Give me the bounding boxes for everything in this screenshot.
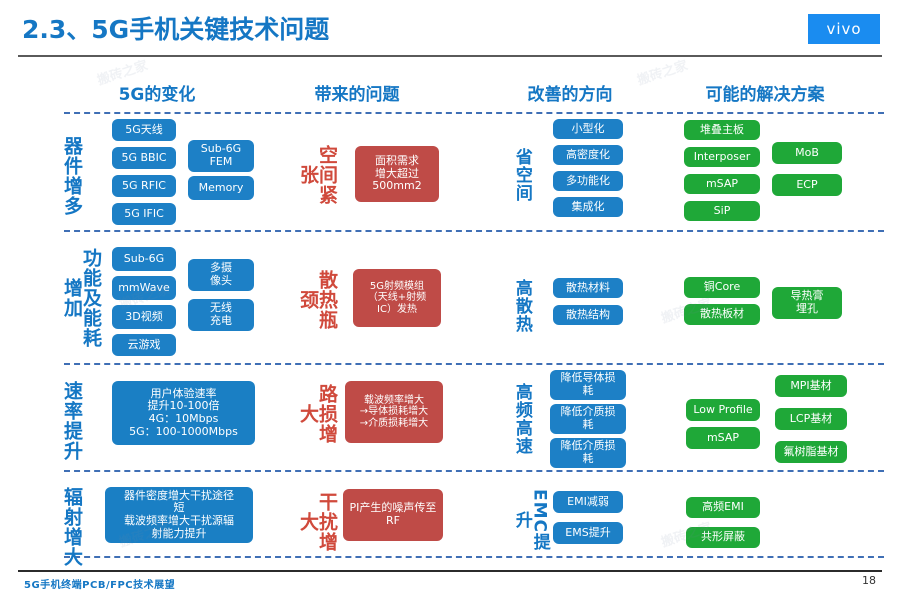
row-separator-2 — [64, 363, 884, 365]
footer-divider — [18, 570, 882, 572]
row-label-1: 器件增多 — [61, 136, 83, 216]
chip-change[interactable]: 5G RFIC — [112, 175, 176, 197]
chip-improvement[interactable]: EMS提升 — [553, 522, 623, 544]
chip-improvement[interactable]: 多功能化 — [553, 171, 623, 191]
footer-text: 5G手机终端PCB/FPC技术展望 — [24, 580, 176, 591]
column-header-solutions: 可能的解决方案 — [705, 85, 825, 105]
chip-change[interactable]: 3D视频 — [112, 305, 176, 329]
chip-improvement[interactable]: 降低导体损 耗 — [550, 370, 626, 400]
row-separator-top — [64, 112, 884, 114]
row-separator-bottom — [64, 556, 884, 558]
problem-box[interactable]: PI产生的噪声传至 RF — [343, 489, 443, 541]
chip-improvement[interactable]: 小型化 — [553, 119, 623, 139]
chip-solution[interactable]: mSAP — [684, 174, 760, 194]
chip-solution[interactable]: 氟树脂基材 — [775, 441, 847, 463]
slide-header: 2.3、5G手机关键技术问题 vivo — [0, 0, 900, 58]
problem-label-1: 空间紧张 — [297, 145, 338, 205]
problem-label-2: 散热瓶颈 — [297, 270, 338, 330]
chip-improvement[interactable]: 集成化 — [553, 197, 623, 217]
column-header-problems: 带来的问题 — [314, 85, 400, 105]
page-number: 18 — [862, 574, 876, 587]
chip-solution[interactable]: 铜Core — [684, 277, 760, 298]
chip-improvement[interactable]: 散热材料 — [553, 278, 623, 298]
vivo-logo: vivo — [808, 14, 880, 44]
chip-change[interactable]: Sub-6G FEM — [188, 140, 254, 172]
column-header-changes: 5G的变化 — [118, 85, 196, 105]
chip-solution[interactable]: 导热膏 埋孔 — [772, 287, 842, 319]
direction-label-3: 高频高速 — [511, 383, 532, 455]
chip-change[interactable]: 5G天线 — [112, 119, 176, 141]
chip-solution[interactable]: SiP — [684, 201, 760, 221]
chip-improvement[interactable]: 高密度化 — [553, 145, 623, 165]
problem-label-4: 干扰增大 — [297, 492, 338, 552]
chip-solution[interactable]: Interposer — [684, 147, 760, 167]
row-label-2: 功能及能耗增加 — [61, 247, 102, 348]
column-header-directions: 改善的方向 — [527, 85, 613, 105]
chip-solution[interactable]: mSAP — [686, 427, 760, 449]
direction-label-4: EMC提升 — [511, 489, 550, 552]
chip-change[interactable]: Sub-6G — [112, 247, 176, 271]
chip-change[interactable]: 云游戏 — [112, 334, 176, 356]
chip-solution[interactable]: 堆叠主板 — [684, 120, 760, 140]
page-title: 2.3、5G手机关键技术问题 — [22, 15, 330, 44]
chip-change[interactable]: 用户体验速率 提升10-100倍 4G：10Mbps 5G：100-1000Mb… — [112, 381, 255, 445]
chip-change[interactable]: Memory — [188, 176, 254, 200]
problem-label-3: 路损增大 — [297, 384, 338, 444]
row-separator-3 — [64, 470, 884, 472]
direction-label-1: 省空间 — [511, 148, 532, 202]
chip-solution[interactable]: MoB — [772, 142, 842, 164]
chip-solution[interactable]: 散热板材 — [684, 304, 760, 325]
chip-improvement[interactable]: 散热结构 — [553, 305, 623, 325]
problem-box[interactable]: 5G射频模组 （天线+射频 IC）发热 — [353, 269, 441, 327]
row-label-4: 辐射增大 — [61, 487, 83, 567]
problem-box[interactable]: 载波频率增大 →导体损耗增大 →介质损耗增大 — [345, 381, 443, 443]
chip-improvement[interactable]: 降低介质损 耗 — [550, 404, 626, 434]
chip-change[interactable]: 多摄 像头 — [188, 259, 254, 291]
chip-improvement[interactable]: 降低介质损 耗 — [550, 438, 626, 468]
chip-improvement[interactable]: EMI减弱 — [553, 491, 623, 513]
row-label-3: 速率提升 — [61, 381, 83, 461]
chip-change[interactable]: 器件密度增大干扰途径 短 载波频率增大干扰源辐 射能力提升 — [105, 487, 253, 543]
chip-solution[interactable]: ECP — [772, 174, 842, 196]
problem-box[interactable]: 面积需求 增大超过 500mm2 — [355, 146, 439, 202]
chip-solution[interactable]: MPI基材 — [775, 375, 847, 397]
chip-change[interactable]: 5G IFIC — [112, 203, 176, 225]
chip-change[interactable]: 无线 充电 — [188, 299, 254, 331]
chip-change[interactable]: 5G BBIC — [112, 147, 176, 169]
header-divider — [18, 55, 882, 57]
row-separator-1 — [64, 230, 884, 232]
chip-change[interactable]: mmWave — [112, 276, 176, 300]
chip-solution[interactable]: 高频EMI — [686, 497, 760, 518]
chip-solution[interactable]: Low Profile — [686, 399, 760, 421]
direction-label-2: 高散热 — [511, 279, 532, 333]
chip-solution[interactable]: 共形屏蔽 — [686, 527, 760, 548]
chip-solution[interactable]: LCP基材 — [775, 408, 847, 430]
